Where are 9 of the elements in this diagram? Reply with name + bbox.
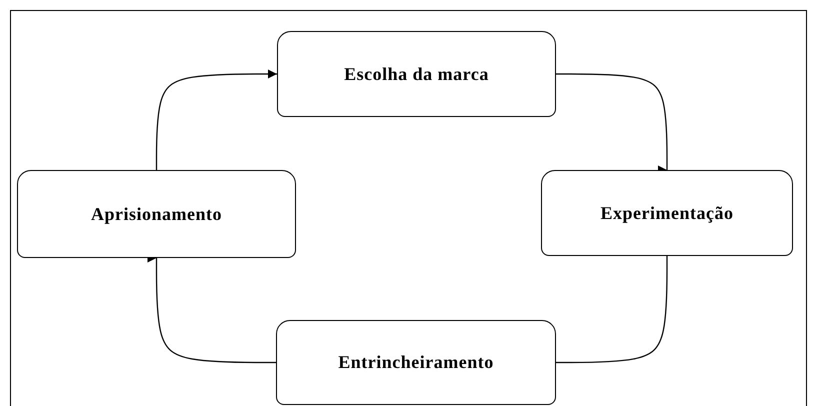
node-label: Entrincheiramento: [338, 352, 494, 373]
process-box: [17, 170, 296, 258]
node-label: Experimentação: [600, 202, 734, 224]
process-box: [541, 170, 793, 256]
node-label: Aprisionamento: [90, 204, 222, 224]
arrow: [156, 70, 278, 171]
node-label: Escolha da marca: [344, 64, 489, 84]
process-box: [276, 320, 556, 405]
process-box: [277, 31, 556, 117]
